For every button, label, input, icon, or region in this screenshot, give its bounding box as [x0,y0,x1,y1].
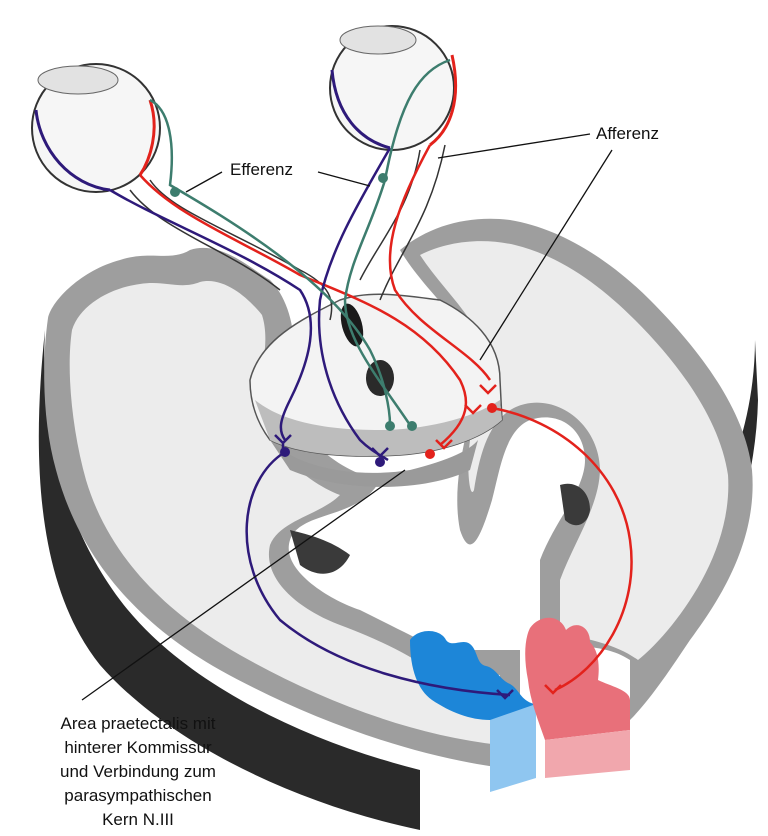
caption-line: und Verbindung zum [0,760,276,784]
afferenz-label: Afferenz [594,124,661,144]
neuron-cell-body [280,447,290,457]
neuron-cell-body [385,421,395,431]
eyeball-left [32,64,160,192]
neuron-cell-body [375,457,385,467]
caption-line: Kern N.III [0,808,276,832]
ventricle-left [290,530,350,574]
area-praetectalis-caption: Area praetectalis mit hinterer Kommissur… [0,712,276,832]
efferenz-label: Efferenz [226,160,297,180]
leader-efferenz-right [318,172,370,186]
neuron-cell-body [378,173,388,183]
caption-line: hinterer Kommissur [0,736,276,760]
neuron-cell-body [170,187,180,197]
caption-line: parasympathischen [0,784,276,808]
caption-line: Area praetectalis mit [0,712,276,736]
neuron-cell-body [425,449,435,459]
leader-efferenz-left [186,172,222,192]
neuron-cell-body [487,403,497,413]
neuron-cell-body [407,421,417,431]
leader-afferenz [438,134,590,158]
eyeball-right [330,26,456,150]
